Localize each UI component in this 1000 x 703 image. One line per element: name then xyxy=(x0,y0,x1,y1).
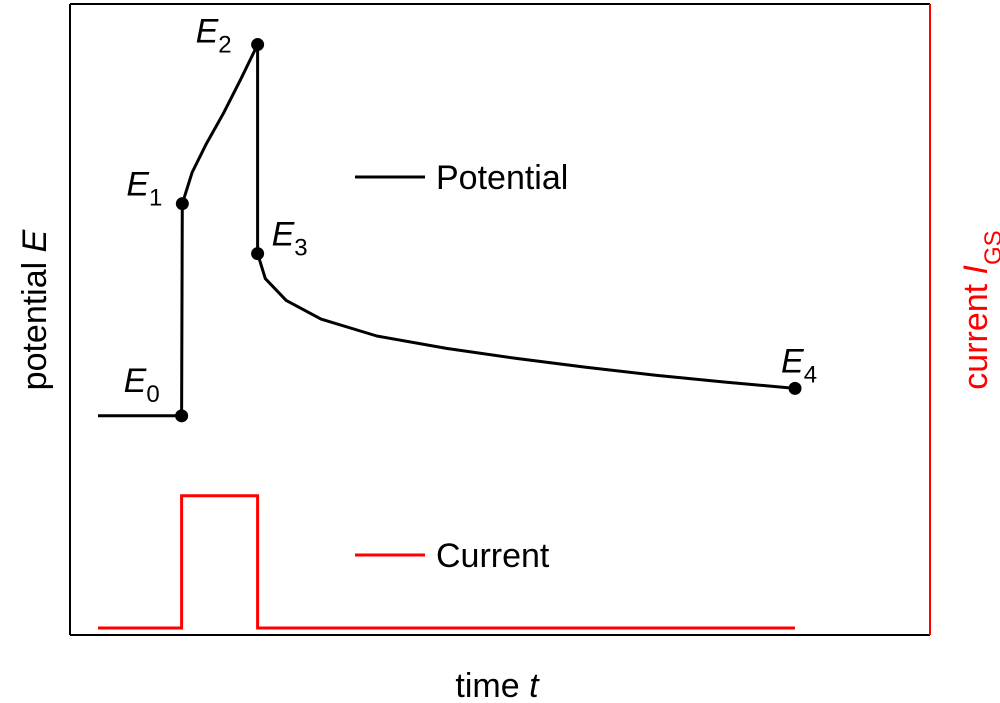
point-label-e2: E2 xyxy=(196,13,232,59)
legend-current-label: Current xyxy=(436,537,550,575)
point-marker-e2 xyxy=(251,38,265,52)
point-label-e4: E4 xyxy=(781,342,817,388)
y-axis-label-right: current IGS xyxy=(957,230,1000,389)
point-label-e1: E1 xyxy=(126,166,162,212)
point-label-e3: E3 xyxy=(272,216,308,262)
y-axis-label-left: potential E xyxy=(16,229,54,390)
point-marker-e1 xyxy=(175,197,189,211)
point-marker-e0 xyxy=(175,409,189,423)
point-marker-e4 xyxy=(788,381,802,395)
potential-series-line xyxy=(98,43,796,418)
point-label-e0: E0 xyxy=(124,362,160,408)
legend-potential-label: Potential xyxy=(436,159,568,197)
x-axis-label: time t xyxy=(455,667,540,703)
point-marker-e3 xyxy=(251,247,265,261)
current-series-line xyxy=(98,494,795,630)
legend: Potential Current xyxy=(355,159,568,575)
